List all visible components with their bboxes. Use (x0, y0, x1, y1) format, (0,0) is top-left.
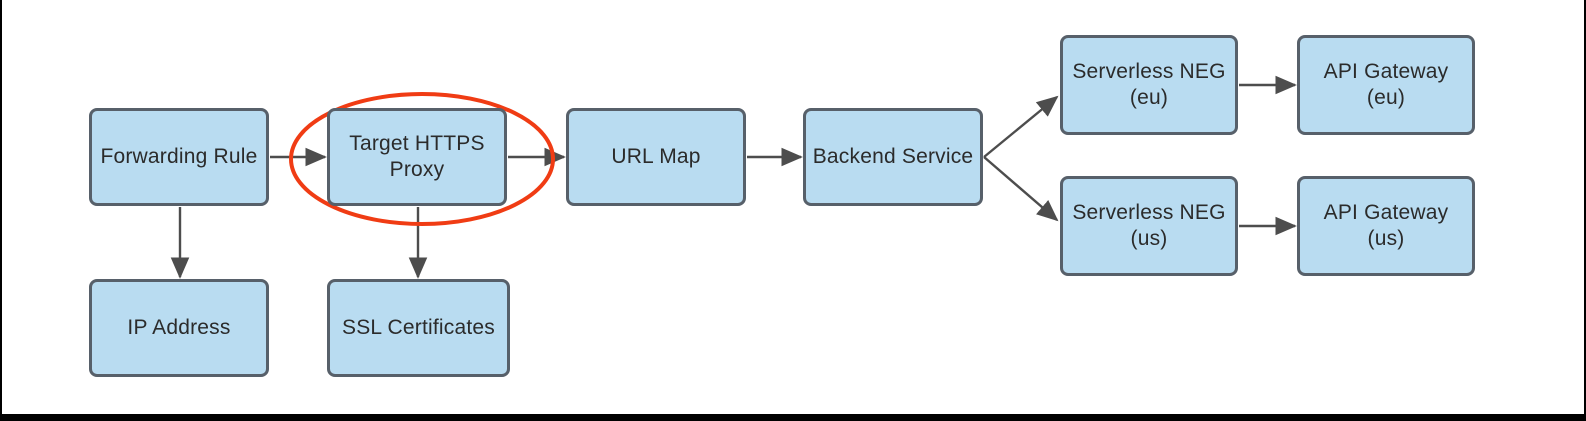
node-serverless-neg-us-label: Serverless NEG (us) (1072, 200, 1226, 250)
frame-border-right (1584, 0, 1586, 421)
node-ip-address-label: IP Address (127, 315, 231, 339)
node-target-https-proxy-label: Target HTTPS Proxy (349, 131, 485, 181)
node-target-https-proxy[interactable]: Target HTTPS Proxy (327, 108, 507, 206)
node-api-gateway-eu-label: API Gateway (eu) (1323, 59, 1449, 109)
node-ssl-certificates-label: SSL Certificates (342, 315, 495, 339)
node-url-map[interactable]: URL Map (566, 108, 746, 206)
node-serverless-neg-eu-label: Serverless NEG (eu) (1072, 59, 1226, 109)
node-serverless-neg-eu[interactable]: Serverless NEG (eu) (1060, 35, 1238, 135)
node-ip-address[interactable]: IP Address (89, 279, 269, 377)
frame-border-bottom (0, 414, 1586, 421)
node-api-gateway-us-label: API Gateway (us) (1323, 200, 1449, 250)
frame-border-left (0, 0, 2, 421)
edge-backend-to-neg-eu (983, 95, 1059, 158)
highlight-ellipse-target-https-proxy (289, 92, 555, 226)
node-api-gateway-eu[interactable]: API Gateway (eu) (1297, 35, 1475, 135)
node-forwarding-rule[interactable]: Forwarding Rule (89, 108, 269, 206)
node-ssl-certificates[interactable]: SSL Certificates (327, 279, 510, 377)
edge-backend-to-neg-us (983, 156, 1059, 222)
node-api-gateway-us[interactable]: API Gateway (us) (1297, 176, 1475, 276)
node-forwarding-rule-label: Forwarding Rule (100, 144, 258, 168)
node-url-map-label: URL Map (611, 144, 701, 168)
node-backend-service[interactable]: Backend Service (803, 108, 983, 206)
node-backend-service-label: Backend Service (812, 144, 974, 168)
node-serverless-neg-us[interactable]: Serverless NEG (us) (1060, 176, 1238, 276)
